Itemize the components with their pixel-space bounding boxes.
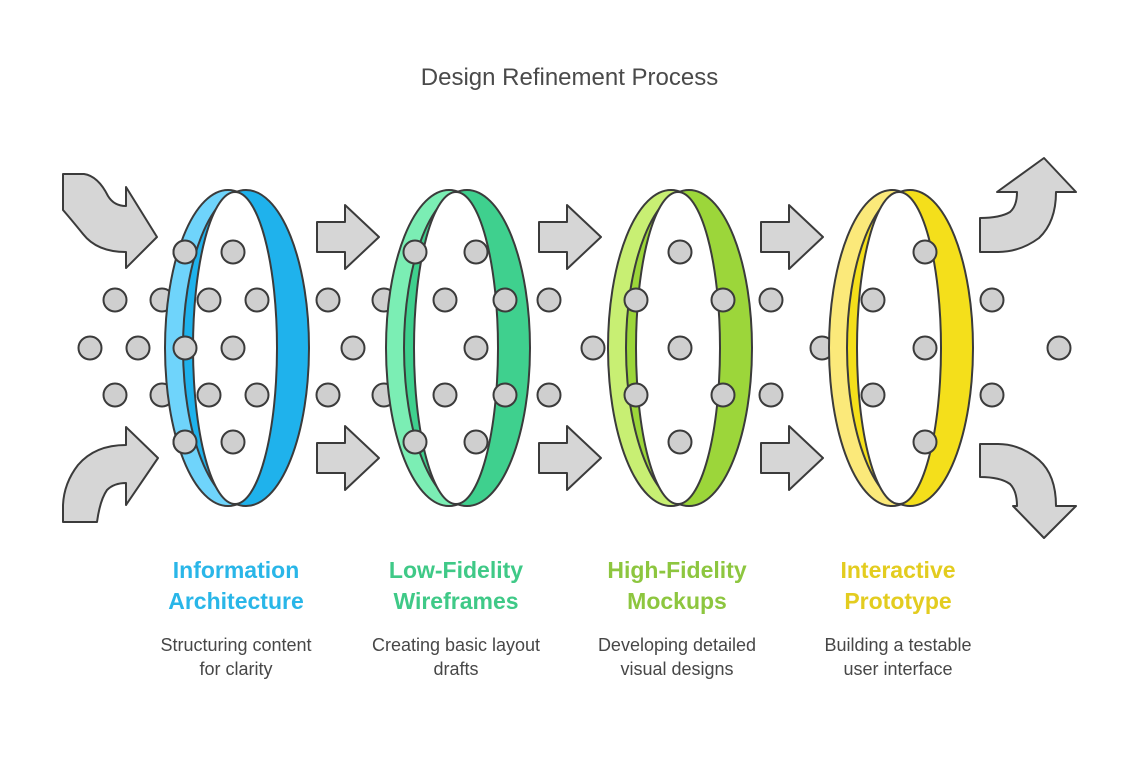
filter-ring (385, 189, 531, 507)
flow-arrows (62, 157, 1077, 539)
particle-dot (315, 287, 341, 313)
particle-dot (220, 239, 246, 265)
particle-dot (623, 287, 649, 313)
particle-dot (220, 335, 246, 361)
particle-dot (758, 382, 784, 408)
stage-title-information-architecture: Information Architecture (126, 555, 346, 617)
flow-arrow (316, 425, 380, 491)
particle-dot (710, 382, 736, 408)
flow-arrow (316, 204, 380, 270)
particle-dot (402, 239, 428, 265)
particle-dot (492, 382, 518, 408)
particle-dot (912, 239, 938, 265)
particle-dot (979, 382, 1005, 408)
particle-dot (667, 239, 693, 265)
stage-desc-line: Structuring content (160, 635, 312, 655)
stage-desc-interactive-prototype: Building a testable user interface (788, 633, 1008, 681)
stage-title-line: Wireframes (393, 588, 519, 614)
particle-dot (536, 382, 562, 408)
particle-dot (463, 429, 489, 455)
particle-dot (244, 382, 270, 408)
particle-dot (196, 287, 222, 313)
particle-dot (860, 382, 886, 408)
flow-arrow (538, 425, 602, 491)
stage-title-line: Information (172, 557, 300, 583)
particle-dot (758, 287, 784, 313)
stage-desc-information-architecture: Structuring content for clarity (126, 633, 346, 681)
stage-desc-line: visual designs (620, 659, 734, 679)
flow-arrow (760, 204, 824, 270)
particle-dot (220, 429, 246, 455)
particle-dot (1046, 335, 1072, 361)
stage-title-low-fidelity-wireframes: Low-Fidelity Wireframes (346, 555, 566, 617)
particle-dot (196, 382, 222, 408)
particle-dot (102, 287, 128, 313)
particle-dot (463, 239, 489, 265)
particle-dot (463, 335, 489, 361)
curved-inflow-arrow-top (62, 173, 158, 269)
filter-rings (164, 189, 974, 507)
particle-dot (580, 335, 606, 361)
stage-title-line: High-Fidelity (607, 557, 747, 583)
filter-ring (828, 189, 974, 507)
stage-desc-line: drafts (433, 659, 479, 679)
curved-inflow-arrow-bottom (62, 426, 159, 523)
stage-desc-low-fidelity-wireframes: Creating basic layout drafts (346, 633, 566, 681)
stage-title-interactive-prototype: Interactive Prototype (788, 555, 1008, 617)
particle-dot (912, 335, 938, 361)
particle-dot (623, 382, 649, 408)
particle-dot (315, 382, 341, 408)
particle-dot (172, 335, 198, 361)
stage-title-line: Architecture (168, 588, 304, 614)
particle-dot (492, 287, 518, 313)
particle-dot (125, 335, 151, 361)
curved-outflow-arrow-bottom (979, 443, 1077, 539)
particle-dot (244, 287, 270, 313)
ring-opening (413, 191, 499, 505)
particle-dot (432, 382, 458, 408)
particle-dot (340, 335, 366, 361)
particle-dot (77, 335, 103, 361)
particle-dot (912, 429, 938, 455)
stage-title-line: Prototype (844, 588, 952, 614)
stage-title-line: Low-Fidelity (388, 557, 524, 583)
particle-dot (172, 429, 198, 455)
stage-title-line: Interactive (840, 557, 956, 583)
curved-outflow-arrow-top (979, 157, 1077, 253)
stage-desc-high-fidelity-mockups: Developing detailed visual designs (567, 633, 787, 681)
particle-dot (536, 287, 562, 313)
particle-dot (402, 429, 428, 455)
stage-title-high-fidelity-mockups: High-Fidelity Mockups (567, 555, 787, 617)
particle-dot (102, 382, 128, 408)
particle-dot (172, 239, 198, 265)
flow-arrow (538, 204, 602, 270)
stage-desc-line: Creating basic layout (371, 635, 541, 655)
particle-dot (979, 287, 1005, 313)
stage-desc-line: Building a testable (824, 635, 972, 655)
flow-arrow (760, 425, 824, 491)
diagram-title: Design Refinement Process (420, 64, 719, 91)
ring-opening (856, 191, 942, 505)
particle-dot (667, 335, 693, 361)
particle-dot (432, 287, 458, 313)
stage-desc-line: for clarity (199, 659, 273, 679)
particle-dot (710, 287, 736, 313)
stage-desc-line: user interface (843, 659, 953, 679)
stage-title-line: Mockups (627, 588, 727, 614)
particle-dot (860, 287, 886, 313)
particle-dot (667, 429, 693, 455)
stage-desc-line: Developing detailed (597, 635, 757, 655)
